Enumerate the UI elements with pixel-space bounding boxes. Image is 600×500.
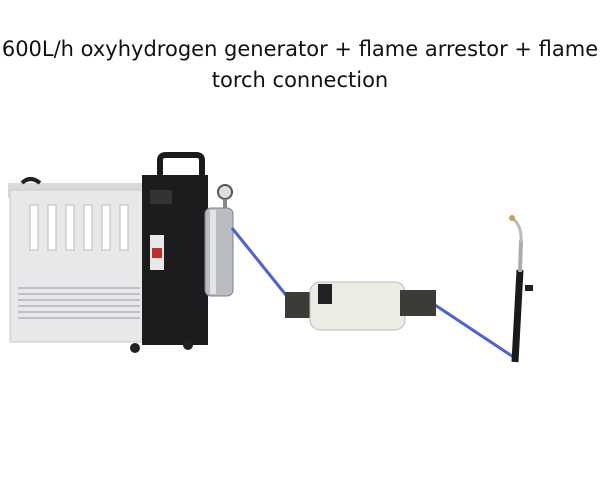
hose-generator-to-arrestor: [230, 227, 292, 301]
page-title: 600L/h oxyhydrogen generator + flame arr…: [1, 37, 599, 92]
flame-arrestor: [285, 281, 436, 331]
flame-torch: [509, 215, 533, 363]
hose-arrestor-to-torch: [431, 301, 519, 362]
water-tank-with-gauge: [204, 184, 234, 297]
oxyhydrogen-generator: [8, 152, 208, 353]
